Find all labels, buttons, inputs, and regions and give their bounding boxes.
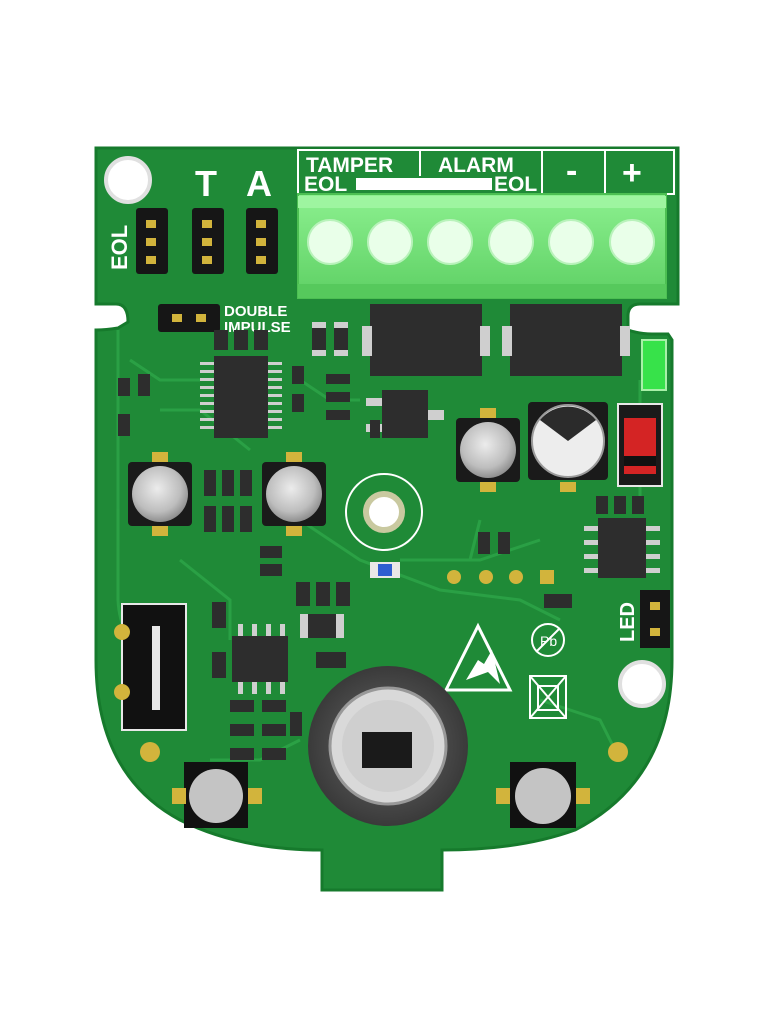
label-plus: + — [622, 154, 642, 192]
screw-terminal-block — [297, 193, 667, 299]
jumper-double-impulse — [158, 304, 220, 332]
led-header — [640, 590, 670, 648]
ic-soic8-right — [584, 518, 660, 578]
ic-soic8-left — [232, 624, 288, 694]
mounting-hole — [104, 156, 152, 204]
pir-sensor — [308, 666, 468, 826]
power-diode — [362, 304, 490, 376]
label-tamper: TAMPER — [306, 154, 393, 177]
weee-bin-icon — [529, 675, 567, 719]
label-eol: EOL — [107, 225, 132, 270]
tamper-switch — [114, 603, 187, 731]
power-diode — [502, 304, 630, 376]
status-led-green — [641, 339, 667, 391]
electrolytic-capacitor — [262, 452, 326, 536]
label-alarm: ALARM — [438, 154, 514, 177]
label-t: T — [195, 163, 217, 204]
tactile-switch — [172, 762, 262, 828]
electrolytic-capacitor — [456, 408, 520, 492]
transistor — [366, 390, 444, 438]
electrolytic-capacitor — [128, 452, 192, 536]
label-led: LED — [617, 602, 639, 642]
jumper-a — [246, 208, 278, 274]
red-diode — [617, 403, 663, 487]
label-tamper-eol: EOL — [304, 173, 347, 196]
jumper-eol — [136, 208, 168, 274]
mounting-hole — [618, 660, 666, 708]
lead-free-icon: Pb — [531, 623, 565, 657]
center-mount-hole — [363, 491, 405, 533]
test-pads — [140, 570, 628, 762]
label-a: A — [246, 163, 272, 204]
label-double: DOUBLE — [224, 303, 287, 320]
tactile-switch — [496, 762, 590, 828]
smd-components — [118, 322, 644, 760]
label-alarm-eol: EOL — [494, 173, 537, 196]
main-ic — [200, 356, 282, 438]
terminal-label-bar — [356, 178, 492, 190]
svg-text:Pb: Pb — [540, 633, 557, 649]
esd-warning-icon — [443, 622, 513, 692]
jumper-t — [192, 208, 224, 274]
electrolytic-capacitor-large — [528, 402, 608, 492]
label-minus: - — [566, 152, 577, 190]
center-mount-ring — [345, 473, 423, 551]
